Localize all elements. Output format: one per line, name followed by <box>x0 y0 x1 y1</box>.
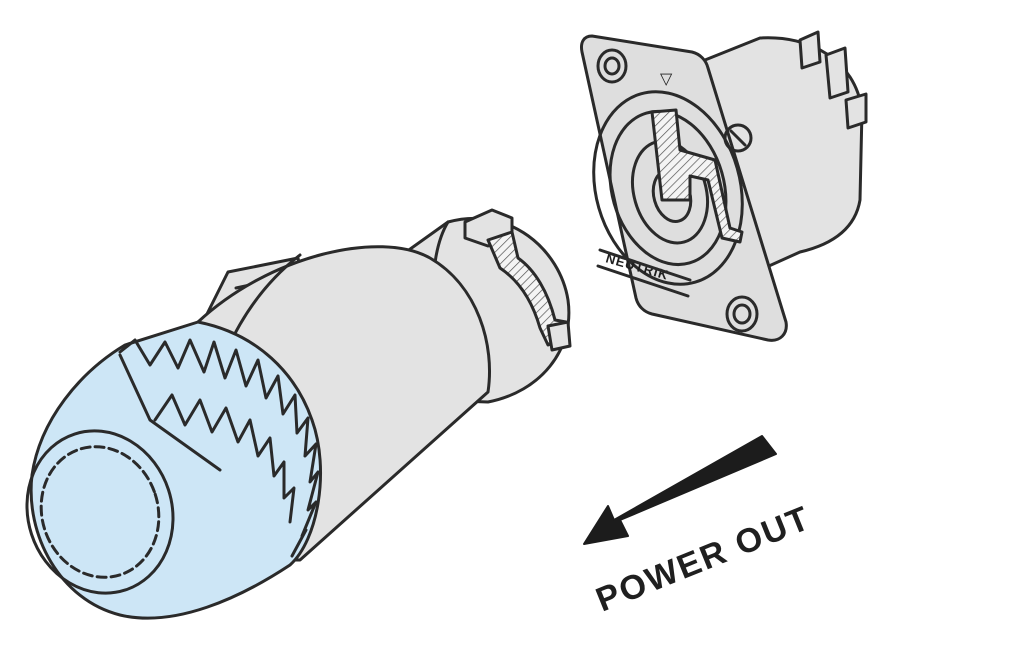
cable-plug <box>25 208 572 620</box>
orientation-mark: ▽ <box>660 71 673 88</box>
socket-housing <box>698 30 868 272</box>
mount-hole-bottom-right <box>725 295 759 333</box>
panel-socket: ▽ NEUTRIK <box>580 30 868 342</box>
direction-arrow-icon <box>583 435 777 545</box>
mount-hole-top-left <box>596 48 628 84</box>
plug-grip-cap <box>25 320 323 620</box>
socket-flange: ▽ NEUTRIK <box>580 34 788 342</box>
